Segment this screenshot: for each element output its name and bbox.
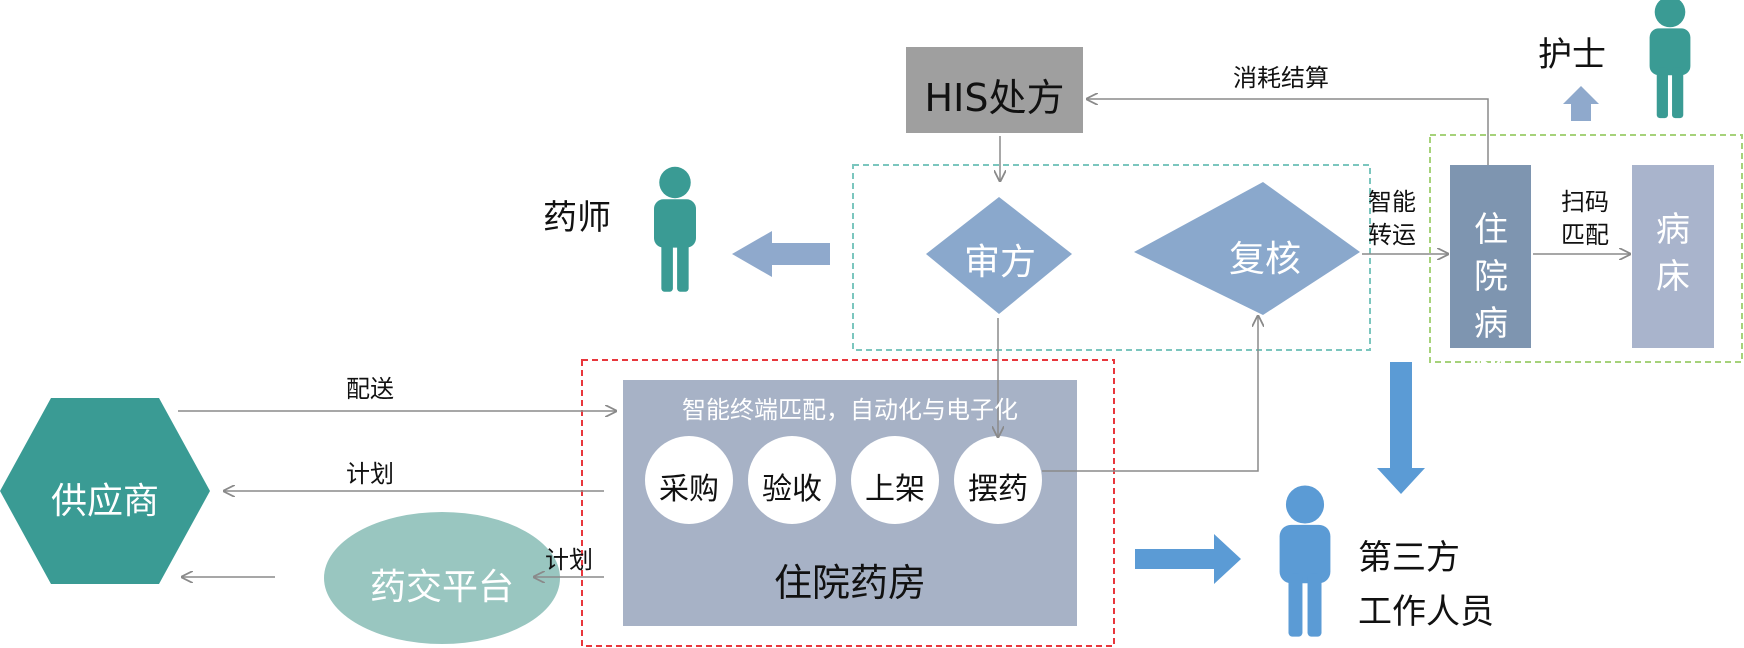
to-pharmacist-block-arrow [732, 231, 830, 277]
step-purchase-label: 采购 [659, 472, 719, 507]
smart-transfer-label-line2: 转运 [1368, 221, 1416, 249]
scan-match-label-line2: 匹配 [1561, 221, 1609, 249]
review-zone [852, 164, 1371, 351]
pharmacy-to-third-party-block-arrow [1135, 534, 1241, 584]
review-diamond [926, 197, 1072, 314]
ward-to-his-settlement-arrow [1087, 99, 1489, 165]
ward-box [1450, 165, 1531, 348]
step-circle-shelving [851, 436, 939, 524]
dispensing-to-recheck-arrow [1042, 316, 1258, 472]
pharmacy-banner: 智能终端匹配，自动化与电子化 [682, 396, 1018, 424]
bed-box [1632, 165, 1714, 348]
his-box [906, 47, 1083, 133]
ward-zone [1429, 134, 1743, 363]
step-circle-acceptance [748, 436, 836, 524]
to-nurse-block-arrow [1563, 86, 1599, 121]
platform-label: 药交平台 [369, 567, 514, 608]
settlement-label: 消耗结算 [1233, 64, 1329, 92]
his-label: HIS处方 [924, 76, 1065, 120]
step-circle-dispensing [954, 436, 1042, 524]
step-shelving-label: 上架 [865, 472, 925, 507]
step-acceptance-label: 验收 [762, 472, 822, 507]
pharmacist-figure-icon [654, 166, 696, 292]
third-party-figure-icon [1279, 485, 1331, 637]
step-dispensing-label: 摆药 [968, 472, 1028, 507]
plan-to-supplier-label: 计划 [346, 460, 394, 488]
step-circle-purchase [645, 436, 733, 524]
supplier-label: 供应商 [50, 481, 159, 522]
scan-match-label-line1: 扫码 [1561, 188, 1609, 216]
ward-to-third-party-block-arrow [1377, 362, 1425, 494]
pharmacy-zone [581, 359, 1115, 647]
third-party-label-line1: 第三方 [1358, 538, 1460, 578]
nurse-label: 护士 [1538, 35, 1606, 75]
nurse-figure-icon [1649, 0, 1691, 119]
bed-label: 病床 [1656, 210, 1690, 297]
delivery-label: 配送 [346, 375, 394, 403]
review-label: 审方 [963, 242, 1036, 283]
recheck-label: 复核 [1228, 239, 1301, 280]
pharmacist-label: 药师 [543, 198, 611, 238]
smart-transfer-label-line1: 智能 [1368, 188, 1416, 216]
third-party-label-line2: 工作人员 [1358, 592, 1494, 632]
supplier-hexagon [0, 398, 210, 584]
pharmacy-label: 住院药房 [773, 561, 926, 605]
ward-label: 住院病区 [1474, 210, 1508, 391]
plan-to-platform-label: 计划 [545, 546, 593, 574]
recheck-diamond [1134, 182, 1360, 315]
platform-ellipse [324, 512, 560, 644]
